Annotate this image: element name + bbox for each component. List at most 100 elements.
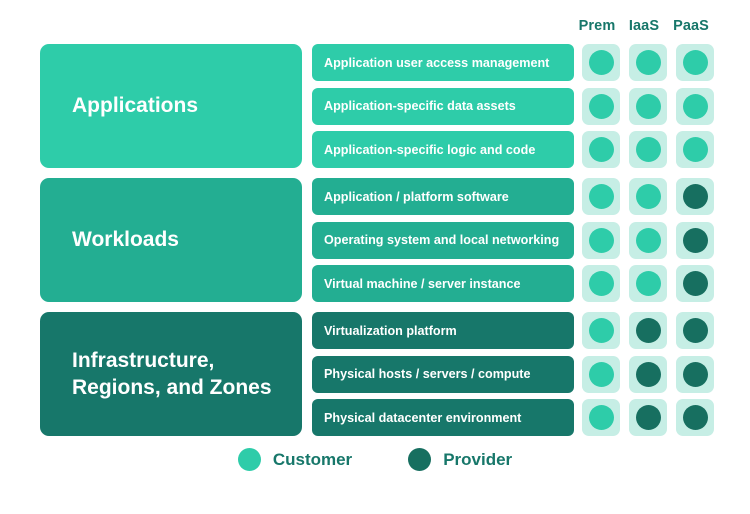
customer-dot-icon xyxy=(588,361,614,387)
customer-dot-icon xyxy=(588,227,614,253)
customer-dot-icon xyxy=(682,93,708,119)
provider-dot-icon xyxy=(635,318,661,343)
cell-prem[interactable] xyxy=(582,44,620,81)
row-cells xyxy=(582,312,714,349)
row-label[interactable]: Application-specific data assets xyxy=(312,87,574,125)
table-row: Application user access management xyxy=(312,44,714,81)
group-label-infrastructure[interactable]: Infrastructure,Regions, and Zones xyxy=(40,312,302,436)
legend-item-customer[interactable]: Customer xyxy=(237,448,353,471)
cell-iaas[interactable] xyxy=(629,178,667,215)
cell-prem[interactable] xyxy=(582,178,620,215)
legend-label: Provider xyxy=(443,449,513,469)
customer-dot-icon xyxy=(635,184,661,209)
provider-dot-icon xyxy=(682,184,708,209)
provider-dot-icon xyxy=(635,405,661,430)
provider-legend-dot-icon xyxy=(408,448,432,471)
cell-iaas[interactable] xyxy=(629,44,667,81)
legend-label: Customer xyxy=(272,449,353,469)
row-cells xyxy=(582,265,714,302)
cell-iaas[interactable] xyxy=(629,87,667,125)
table-row: Application-specific data assets xyxy=(312,87,714,125)
column-header-paas: PaaS xyxy=(673,18,709,34)
row-label[interactable]: Virtual machine / server instance xyxy=(312,265,574,302)
provider-dot-icon xyxy=(635,361,661,387)
cell-paas[interactable] xyxy=(676,87,714,125)
row-label[interactable]: Virtualization platform xyxy=(312,312,574,349)
customer-dot-icon xyxy=(635,50,661,75)
cell-paas[interactable] xyxy=(676,131,714,168)
provider-dot-icon xyxy=(682,318,708,343)
cell-prem[interactable] xyxy=(582,221,620,259)
cell-paas[interactable] xyxy=(676,312,714,349)
cell-prem[interactable] xyxy=(582,312,620,349)
customer-dot-icon xyxy=(588,50,614,75)
cell-paas[interactable] xyxy=(676,178,714,215)
customer-dot-icon xyxy=(588,137,614,162)
column-header-iaas: IaaS xyxy=(628,18,660,34)
cell-iaas[interactable] xyxy=(629,131,667,168)
column-header-prem: Prem xyxy=(578,18,616,34)
cell-paas[interactable] xyxy=(676,399,714,436)
customer-dot-icon xyxy=(588,405,614,430)
table-row: Virtual machine / server instance xyxy=(312,265,714,302)
table-row: Physical datacenter environment xyxy=(312,399,714,436)
row-label[interactable]: Physical datacenter environment xyxy=(312,399,574,436)
cell-paas[interactable] xyxy=(676,44,714,81)
cell-paas[interactable] xyxy=(676,221,714,259)
cell-prem[interactable] xyxy=(582,265,620,302)
row-cells xyxy=(582,131,714,168)
row-cells xyxy=(582,221,714,259)
table-row: Virtualization platform xyxy=(312,312,714,349)
row-cells xyxy=(582,355,714,393)
customer-dot-icon xyxy=(635,137,661,162)
row-cells xyxy=(582,87,714,125)
cell-prem[interactable] xyxy=(582,399,620,436)
table-row: Application / platform software xyxy=(312,178,714,215)
row-label[interactable]: Operating system and local networking xyxy=(312,221,574,259)
cell-iaas[interactable] xyxy=(629,399,667,436)
row-cells xyxy=(582,44,714,81)
provider-dot-icon xyxy=(682,271,708,296)
row-label[interactable]: Application user access management xyxy=(312,44,574,81)
cell-prem[interactable] xyxy=(582,355,620,393)
customer-dot-icon xyxy=(588,184,614,209)
provider-dot-icon xyxy=(682,361,708,387)
cell-iaas[interactable] xyxy=(629,355,667,393)
row-label[interactable]: Physical hosts / servers / compute xyxy=(312,355,574,393)
row-label[interactable]: Application / platform software xyxy=(312,178,574,215)
cell-iaas[interactable] xyxy=(629,265,667,302)
cell-prem[interactable] xyxy=(582,87,620,125)
customer-dot-icon xyxy=(588,318,614,343)
customer-dot-icon xyxy=(682,137,708,162)
group-label-applications[interactable]: Applications xyxy=(40,44,302,168)
row-label[interactable]: Application-specific logic and code xyxy=(312,131,574,168)
customer-legend-dot-icon xyxy=(237,448,261,471)
row-cells xyxy=(582,178,714,215)
cell-paas[interactable] xyxy=(676,355,714,393)
legend: Customer Provider xyxy=(0,448,750,471)
group-label-workloads[interactable]: Workloads xyxy=(40,178,302,302)
table-row: Operating system and local networking xyxy=(312,221,714,259)
customer-dot-icon xyxy=(682,50,708,75)
customer-dot-icon xyxy=(588,271,614,296)
cell-iaas[interactable] xyxy=(629,312,667,349)
customer-dot-icon xyxy=(635,271,661,296)
provider-dot-icon xyxy=(682,227,708,253)
row-cells xyxy=(582,399,714,436)
cell-prem[interactable] xyxy=(582,131,620,168)
column-header-row: Prem IaaS PaaS xyxy=(578,18,710,34)
provider-dot-icon xyxy=(682,405,708,430)
table-row: Physical hosts / servers / compute xyxy=(312,355,714,393)
legend-item-provider[interactable]: Provider xyxy=(408,448,512,471)
cell-iaas[interactable] xyxy=(629,221,667,259)
cell-paas[interactable] xyxy=(676,265,714,302)
customer-dot-icon xyxy=(588,93,614,119)
